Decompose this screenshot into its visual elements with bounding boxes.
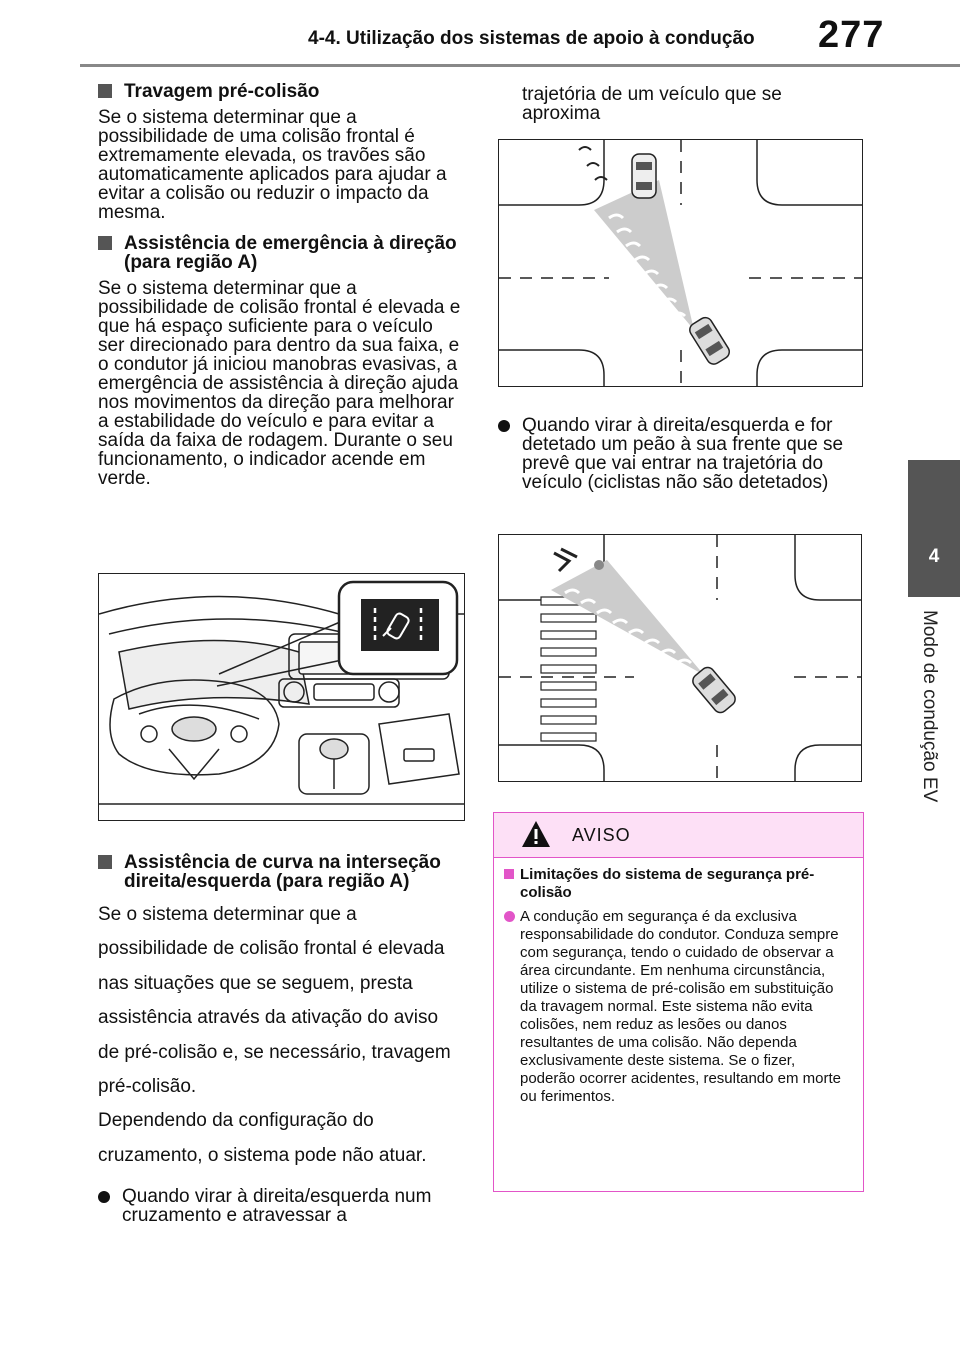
chapter-label: Modo de condução EV bbox=[919, 610, 940, 803]
round-bullet-icon bbox=[504, 911, 515, 922]
list-item: Quando virar à direita/esquerda num cruz… bbox=[98, 1187, 464, 1225]
section-text: Se o sistema determinar que a possibilid… bbox=[98, 107, 447, 223]
warning-triangle-icon bbox=[522, 821, 550, 847]
square-bullet-icon bbox=[98, 855, 112, 869]
intersection-pedestrian-illustration bbox=[498, 534, 862, 782]
warning-header: AVISO bbox=[494, 813, 863, 858]
page-number: 277 bbox=[818, 14, 885, 56]
square-bullet-icon bbox=[504, 869, 514, 879]
warning-text: A condução em segurança é da exclusiva r… bbox=[504, 908, 853, 1106]
left-column-lower: Assistência de curva na interseção direi… bbox=[98, 853, 464, 1225]
intersection-drawing-1 bbox=[499, 140, 862, 386]
intersection-drawing-2 bbox=[499, 535, 861, 781]
header-divider bbox=[80, 64, 960, 67]
warning-title: AVISO bbox=[572, 825, 631, 845]
dashboard-illustration bbox=[98, 573, 465, 821]
section-heading: Assistência de curva na interseção direi… bbox=[98, 853, 464, 891]
square-bullet-icon bbox=[98, 84, 112, 98]
warning-heading: Limitações do sistema de segurança pré-c… bbox=[504, 866, 853, 902]
chapter-tab: 4 bbox=[908, 460, 960, 597]
section-text: Dependendo da configuração do cruzamento… bbox=[98, 1110, 427, 1166]
left-column: Travagem pré-colisão Se o sistema determ… bbox=[98, 82, 464, 500]
section-heading: Travagem pré-colisão bbox=[98, 82, 464, 101]
chapter-title: 4-4. Utilização dos sistemas de apoio à … bbox=[308, 28, 755, 49]
warning-box: AVISO Limitações do sistema de segurança… bbox=[493, 812, 864, 1192]
round-bullet-icon bbox=[98, 1191, 110, 1204]
steering-assist-indicator-icon bbox=[373, 608, 423, 644]
chapter-number: 4 bbox=[928, 546, 940, 567]
section-text: Se o sistema determinar que a possibilid… bbox=[98, 904, 451, 1098]
section-heading: Assistência de emergência à direção (par… bbox=[98, 234, 464, 272]
section-text: Se o sistema determinar que a possibilid… bbox=[98, 278, 461, 489]
dashboard-drawing bbox=[99, 580, 464, 805]
intersection-vehicle-illustration bbox=[498, 139, 863, 387]
right-column: trajetória de um veículo que se aproxima bbox=[498, 85, 860, 123]
round-bullet-icon bbox=[498, 420, 510, 432]
square-bullet-icon bbox=[98, 236, 112, 250]
list-item: Quando virar à direita/esquerda e for de… bbox=[498, 416, 860, 492]
right-column-middle: Quando virar à direita/esquerda e for de… bbox=[498, 416, 860, 492]
list-item-continued: trajetória de um veículo que se aproxima bbox=[522, 84, 782, 124]
warning-body: Limitações do sistema de segurança pré-c… bbox=[494, 858, 863, 1106]
